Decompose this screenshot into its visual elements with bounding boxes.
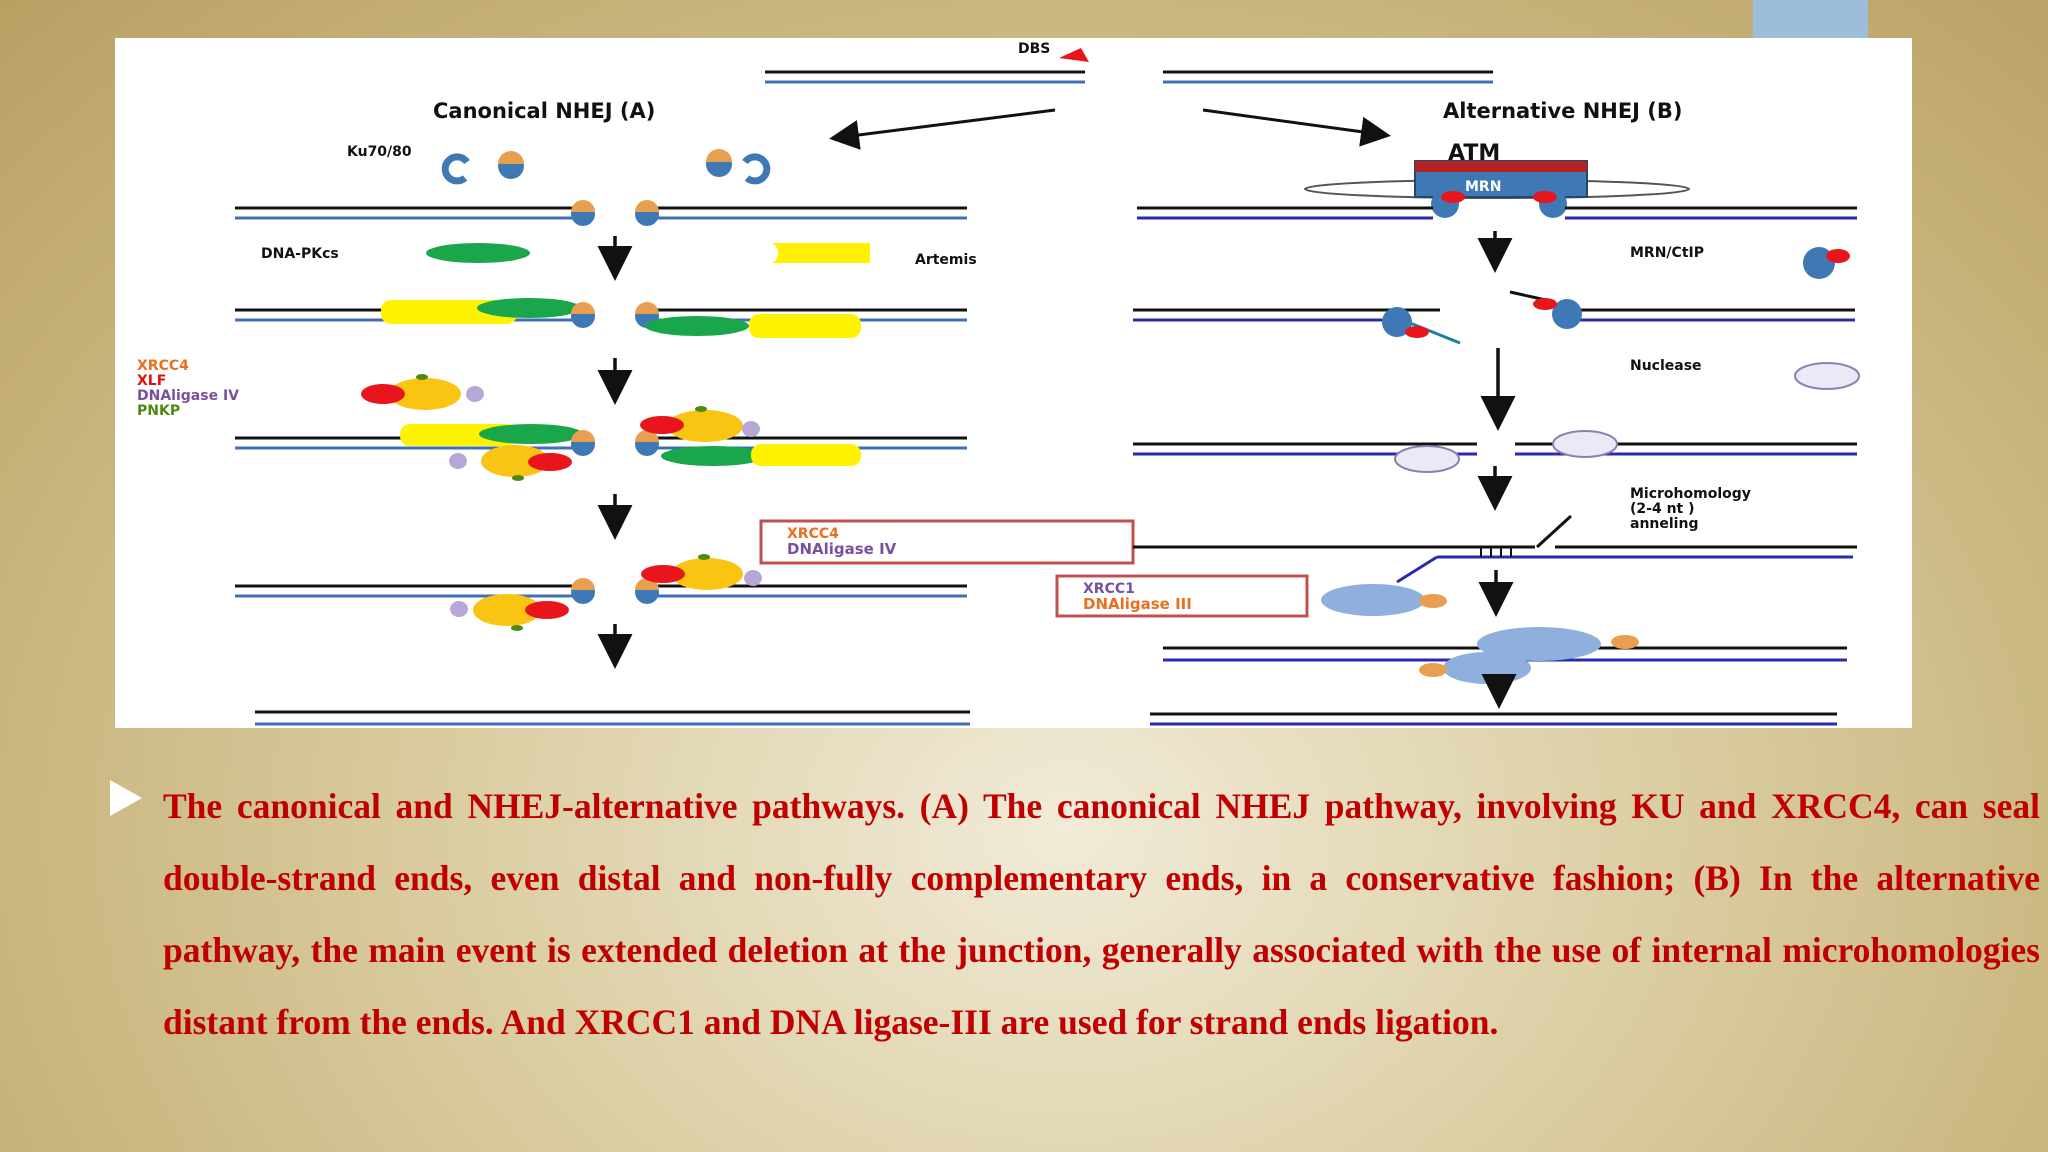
dbs-marker-icon (1059, 48, 1089, 62)
factor-legend: XRCC4 XLF DNAligase IV PNKP (137, 358, 484, 419)
canonical-step-4 (235, 554, 967, 631)
microhomology-line-1: Microhomology (1630, 486, 1751, 502)
pnkp-label: PNKP (137, 403, 180, 419)
ku-free-left (441, 151, 524, 185)
artemis-label: Artemis (915, 252, 977, 268)
ku-free-right (706, 149, 771, 185)
microhomology-line-2: (2-4 nt ) (1630, 501, 1695, 517)
arrow-to-canonical (829, 108, 1056, 150)
bullet-triangle-icon (110, 780, 142, 816)
nuclease-label: Nuclease (1630, 358, 1702, 374)
dbs-label: DBS (1018, 41, 1050, 57)
canonical-step-3 (235, 406, 967, 481)
dnapkcs-label: DNA-PKcs (261, 246, 339, 262)
alternative-title: Alternative NHEJ (B) (1443, 99, 1683, 123)
alternative-pathway: Alternative NHEJ (B) ATM MRN MRN/CtIP (1055, 99, 1860, 726)
microhomology-label: Microhomology (2-4 nt ) anneling (1630, 486, 1751, 532)
nuclease-legend-icon (1794, 362, 1860, 390)
alternative-step-2 (1133, 290, 1855, 345)
tab-accent (1753, 0, 1868, 40)
xrcc4-label: XRCC4 (137, 358, 189, 374)
box-xrcc1-label: XRCC1 (1083, 581, 1135, 597)
box-dnaligase-iii-label: DNAligase III (1083, 595, 1192, 613)
alternative-result (1150, 712, 1837, 726)
atm-mrn-complex: ATM MRN (1304, 141, 1690, 218)
microhomology-line-3: anneling (1630, 516, 1698, 532)
alternative-step-1 (1137, 206, 1857, 220)
box-dnaligase-iv-label: DNAligase IV (787, 540, 897, 558)
arrow-to-alternative (1202, 108, 1391, 147)
canonical-pathway: Canonical NHEJ (A) Ku70/80 DNA-PKcs Arte… (137, 99, 1135, 726)
caption-text: The canonical and NHEJ-alternative pathw… (163, 786, 2040, 1042)
artemis-legend-icon (770, 243, 870, 263)
canonical-title: Canonical NHEJ (A) (433, 99, 655, 123)
dnaligase-iv-label: DNAligase IV (137, 388, 239, 404)
canonical-step-1 (235, 200, 967, 226)
mrn-ctip-label: MRN/CtIP (1630, 245, 1704, 261)
canonical-result (255, 710, 970, 726)
canonical-step-2 (235, 298, 967, 338)
alternative-step-4 (1133, 514, 1857, 584)
xlf-label: XLF (137, 373, 166, 389)
alternative-step-3 (1133, 430, 1857, 473)
dbs-top: DBS (765, 41, 1493, 150)
dnapkcs-legend-icon (426, 243, 530, 263)
xrcc4-ligase-iv-box: XRCC4 DNAligase IV (759, 519, 1135, 565)
alternative-step-5 (1163, 627, 1847, 684)
nhej-pathway-figure: DBS Canonical NHEJ (A) Ku70/80 (115, 38, 1912, 728)
mrn-ctip-legend-icon (1803, 247, 1850, 279)
xrcc1-ligase-iii-box: XRCC1 DNAligase III (1055, 574, 1447, 618)
ku-label: Ku70/80 (347, 144, 412, 160)
box-xrcc4-label: XRCC4 (787, 526, 839, 542)
mrn-label: MRN (1465, 179, 1501, 195)
